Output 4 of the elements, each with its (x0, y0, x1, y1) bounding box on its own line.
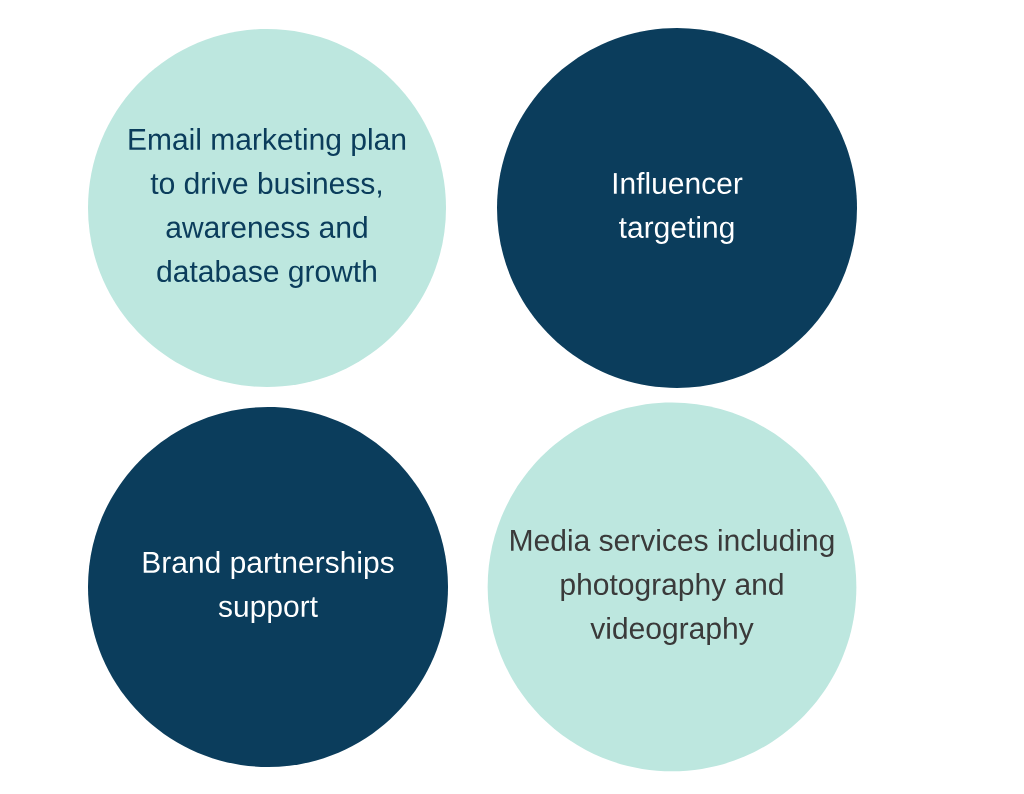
circle-node: Influencer targeting (497, 28, 857, 388)
circle-node: Brand partnerships support (88, 407, 448, 767)
circle-node: Email marketing plan to drive business, awareness and database growth (88, 29, 446, 387)
circle-node: Media services including photography and videography (487, 402, 857, 772)
